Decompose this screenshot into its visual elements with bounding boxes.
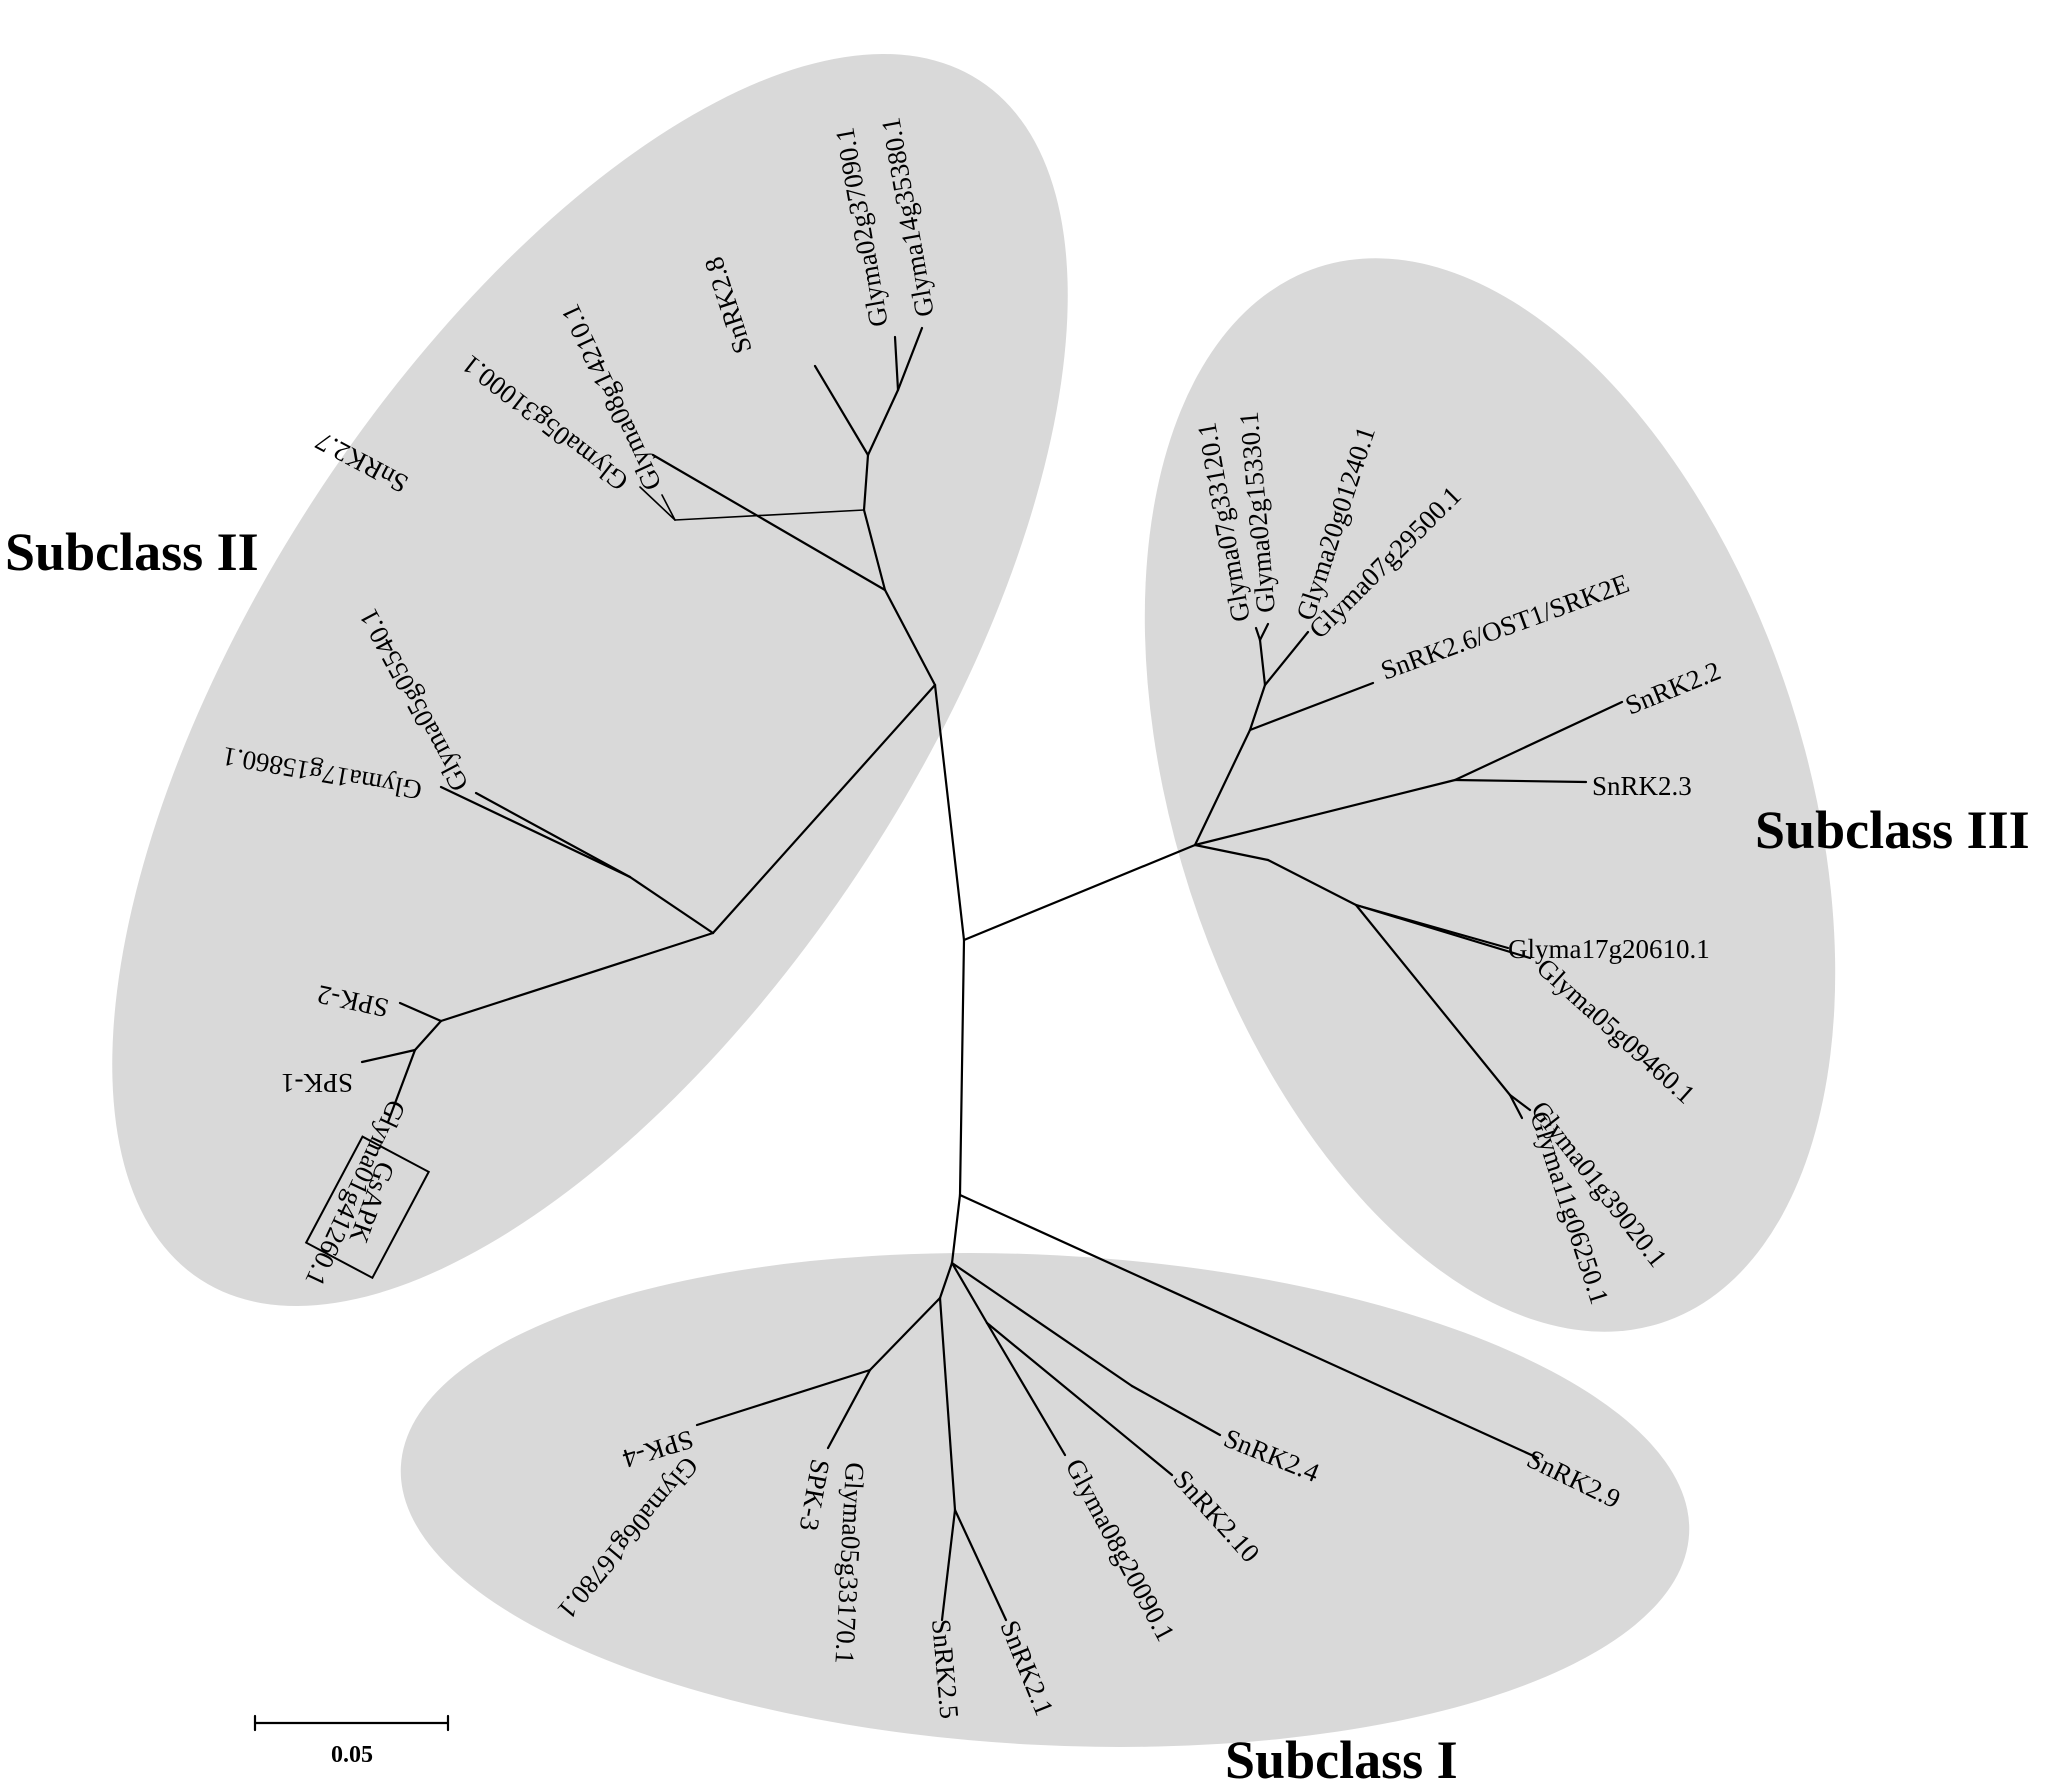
subclass-one-region <box>400 1253 1690 1747</box>
subclass-two-region <box>112 53 1068 1307</box>
leaf-spk1: SPK-1 <box>281 1068 353 1098</box>
leaf-snrk2-3: SnRK2.3 <box>1592 771 1692 801</box>
subclass-one-title: Subclass I <box>1225 1730 1458 1790</box>
leaf-glyma17g20610: Glyma17g20610.1 <box>1508 934 1710 964</box>
subclass-two-title: Subclass II <box>5 522 259 582</box>
scale-bar: 0.05 <box>253 1714 450 1768</box>
subclass-titles: Subclass II Subclass III Subclass I <box>5 522 2030 1790</box>
subclass-backgrounds <box>112 53 1836 1747</box>
subclass-three-region <box>1144 258 1836 1332</box>
subclass-three-title: Subclass III <box>1755 800 2030 860</box>
scale-bar-label: 0.05 <box>331 1742 373 1768</box>
tree-branches <box>360 326 1624 1622</box>
